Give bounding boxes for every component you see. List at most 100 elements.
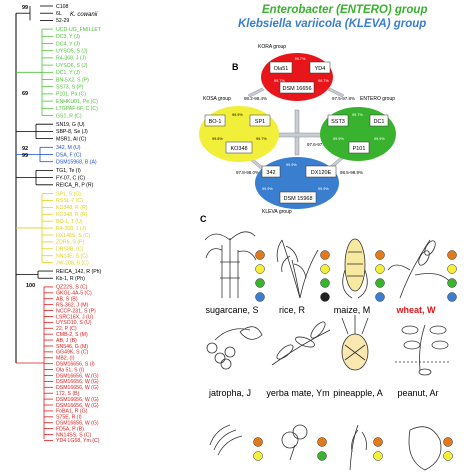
node-ola51 [269, 61, 293, 74]
tree-leaf-label: SN546, G (M) [56, 344, 88, 350]
kosa-pct-2: 99.8% [212, 137, 223, 141]
node-sp1 [249, 114, 271, 127]
tree-leaf-label: 22, P (C) [56, 326, 77, 332]
tree-bootstrap-value: 99 [22, 153, 28, 159]
tree-leaf-label: DC3, Y (J) [56, 34, 80, 40]
node-sp1-label: SP1 [255, 119, 265, 125]
kora-group-label: KORA group [258, 44, 286, 50]
range-kora-kosa: 98.2-98.4% [244, 96, 267, 101]
tree-leaf-label: SS73, S (P) [56, 85, 84, 91]
tree-bootstrap-value: 92 [22, 146, 28, 152]
group-dot [447, 264, 457, 274]
tree-leaf-label: JW-208, S (C) [56, 260, 89, 266]
tree-leaf-label: GKGL-4A-5 (C) [56, 291, 92, 297]
tree-leaf-label: UCD-UG_FMILLET [56, 27, 102, 33]
tree-leaf-label: RSSL-7 (C) [56, 198, 83, 204]
tree-leaf-label: R4-368, J (J) [56, 56, 86, 62]
range-entero-kleva: 98.5-98.9% [340, 170, 363, 175]
node-dsm15968 [279, 191, 317, 204]
tree-leaf-label: LSRC16X, J (U) [56, 314, 93, 320]
node-342-label: 342 [266, 170, 275, 176]
tree-leaf-label: AB, S (B) [56, 297, 78, 303]
yerba-mate-illustration [271, 321, 331, 366]
tree-leaf-label: RS-362, J (M) [56, 302, 89, 308]
tree-leaf-label: DSM16656, W (G) [56, 385, 99, 391]
group-dot [317, 451, 327, 461]
tuber-illustration [408, 426, 442, 471]
entero-pct-3: 99.9% [374, 137, 385, 141]
tree-leaf-label: REICA_142, R (Ph) [56, 269, 102, 275]
group-dot [375, 250, 385, 260]
kleva-group-label: KLEVA group [262, 209, 292, 215]
tree-leaf-label: ENHKU01, Pe (C) [56, 99, 98, 105]
node-dx120e-label: DX120E [311, 170, 332, 176]
group-dot [320, 250, 330, 260]
wheat-illustration [387, 239, 451, 299]
tree-leaf-label: KO348, R (R) [56, 205, 88, 211]
tree-leaf-label: UYSO6, S (J) [56, 63, 88, 69]
kosa-group-label: KOSA group [203, 96, 231, 102]
arrow-kora-entero [327, 87, 345, 98]
tree-leaf-label: 52-29 [56, 18, 69, 24]
tree-leaf-label: FD5A, P (B) [56, 426, 84, 432]
tree-leaf-label: Kb-1, R (Ph) [56, 276, 85, 282]
tree-leaf-label: DC4, Y (J) [56, 41, 80, 47]
tree-leaf-label: LTGPAF-6F, C (C) [56, 106, 98, 112]
kleva-pct-1: 99.9% [286, 163, 297, 167]
tree-leaf-label: BN-5X2, S (P) [56, 77, 89, 83]
tree-leaf-label: DSM16656, W (G) [56, 421, 99, 427]
tree-leaf-label: UYSO10, S (U) [56, 320, 92, 326]
kora-pct-2: 99.7% [274, 79, 285, 83]
tree-leaf-label: SN19, G (U) [56, 122, 85, 128]
group-dot [373, 451, 383, 461]
plant-name-label: maize, M [334, 305, 371, 315]
group-dot [317, 437, 327, 447]
node-dsm16656 [279, 81, 315, 94]
tree-leaf-label: Ola 51, S (I) [56, 367, 84, 373]
tree-leaf-label: DSM15968, B (A) [56, 160, 97, 166]
node-dx120e [305, 165, 337, 178]
tree-bootstrap-value: 100 [26, 283, 35, 289]
tree-bootstrap-value: 99 [22, 5, 28, 11]
tree-leaf-label: SBP-8, Se (J) [56, 129, 88, 135]
node-dc1 [369, 114, 389, 127]
tree-leaf-label: GS1, R (C) [56, 113, 82, 119]
group-dot [320, 264, 330, 274]
node-dsm16656-label: DSM 16656 [282, 86, 311, 92]
tree-leaf-label: CMB-2, S (M) [56, 332, 88, 338]
tree-leaf-label: DSM16656, S (I) [56, 361, 95, 367]
tree-leaf-label: TG1, Te (I) [56, 168, 81, 174]
entero-pct-1: 99.7% [352, 113, 363, 117]
tree-leaf-label: 342, M (U) [56, 145, 81, 151]
group-dot [320, 292, 330, 302]
tree-leaf-label: AB, J (B) [56, 338, 77, 344]
range-kosa-kleva: 97.8-98.0% [236, 170, 259, 175]
tree-leaf-label: ZDR6, S (P) [56, 240, 85, 246]
node-ko348 [225, 141, 253, 154]
tree-leaf-label: MB2, (I) [56, 356, 75, 362]
group-dot [375, 264, 385, 274]
sugarcane-illustration [204, 231, 257, 298]
tree-leaf-label: QZ22S, S (C) [56, 285, 88, 291]
plant-name-label: wheat, W [395, 305, 436, 315]
group-dot [447, 278, 457, 288]
tree-leaf-label: YD4 LG68, Ym (C) [56, 438, 100, 444]
tree-leaf-label: UYSO5, S (J) [56, 49, 88, 55]
node-yd4 [309, 61, 331, 74]
rice-illustration [276, 239, 319, 299]
node-bo1 [204, 114, 226, 127]
kora-pct-3: 99.7% [318, 79, 329, 83]
plant-name-label: sugarcane, S [205, 305, 258, 315]
entero-pct-2: 99.9% [333, 137, 344, 141]
group-dot [447, 292, 457, 302]
tree-bootstrap-value: 69 [22, 91, 28, 97]
node-sst3 [327, 114, 349, 127]
node-dsm15968-label: DSM 15968 [283, 196, 312, 202]
plant-name-label: rice, R [279, 305, 306, 315]
node-ko348-label: KO348 [230, 146, 247, 152]
tree-leaf-label: KO348, R (R) [56, 212, 88, 218]
group-dot [255, 250, 265, 260]
entero-group-title: Enterobacter (ENTERO) group [262, 4, 427, 16]
group-dot [253, 437, 263, 447]
